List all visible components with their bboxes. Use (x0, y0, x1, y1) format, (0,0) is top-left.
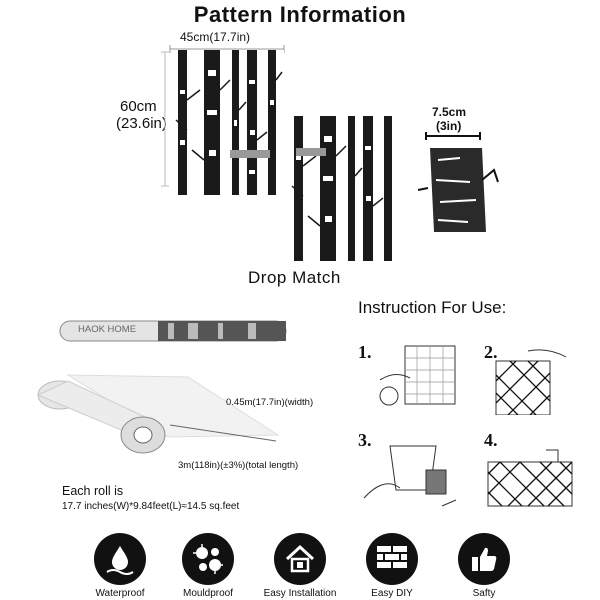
brick-wall-icon (366, 533, 418, 585)
pattern-height-in: (23.6in) (116, 115, 167, 132)
rolled-wallpaper-image (59, 320, 287, 342)
instructions-heading: Instruction For Use: (358, 298, 507, 317)
step-4-illustration (487, 449, 573, 507)
width-bracket (169, 45, 285, 53)
detail-bracket (425, 132, 481, 140)
birch-pattern-panel-2 (288, 116, 400, 261)
feature-label-mouldproof: Mouldproof (182, 588, 234, 599)
page-title: Pattern Information (193, 2, 407, 27)
roll-brand-text: HAOK HOME (78, 324, 137, 335)
feature-label-waterproof: Waterproof (95, 588, 145, 599)
pattern-width-label: 45cm(17.7in) (180, 30, 251, 44)
height-bracket (161, 51, 169, 187)
roll-width-label: 0.45m(17.7in)(width) (226, 397, 314, 408)
thumbs-up-icon (458, 533, 510, 585)
step-3-number: 3. (358, 430, 372, 450)
step-1-number: 1. (358, 342, 372, 362)
roll-length-label: 3m(118in)(±3%)(total length) (178, 460, 299, 471)
each-roll-line-2: 17.7 inches(W)*9.84feet(L)≈14.5 sq.feet (62, 501, 240, 512)
trunk-detail-image (417, 148, 499, 232)
easy-installation-badge (274, 533, 326, 585)
step-1-illustration (379, 345, 456, 406)
feature-label-easy-diy: Easy DIY (371, 588, 413, 599)
house-icon (274, 533, 326, 585)
mouldproof-icon (182, 533, 234, 585)
step-2-illustration (495, 349, 567, 415)
step-3-illustration (363, 445, 457, 507)
waterproof-icon (94, 533, 146, 585)
birch-pattern-panel-1 (172, 50, 284, 195)
detail-size-cm: 7.5cm (432, 105, 467, 119)
easy-diy-badge (366, 533, 418, 585)
mouldproof-badge (182, 533, 234, 585)
step-2-number: 2. (484, 342, 498, 362)
detail-size-in: (3in) (436, 119, 462, 133)
unrolled-sheet-image (36, 374, 280, 454)
feature-label-easy-installation: Easy Installation (263, 588, 337, 599)
safty-badge (458, 533, 510, 585)
pattern-height-cm: 60cm (120, 98, 157, 115)
step-4-number: 4. (484, 430, 498, 450)
feature-label-safty: Safty (472, 588, 496, 599)
each-roll-line-1: Each roll is (62, 484, 124, 498)
drop-match-label: Drop Match (248, 268, 341, 287)
waterproof-badge (94, 533, 146, 585)
